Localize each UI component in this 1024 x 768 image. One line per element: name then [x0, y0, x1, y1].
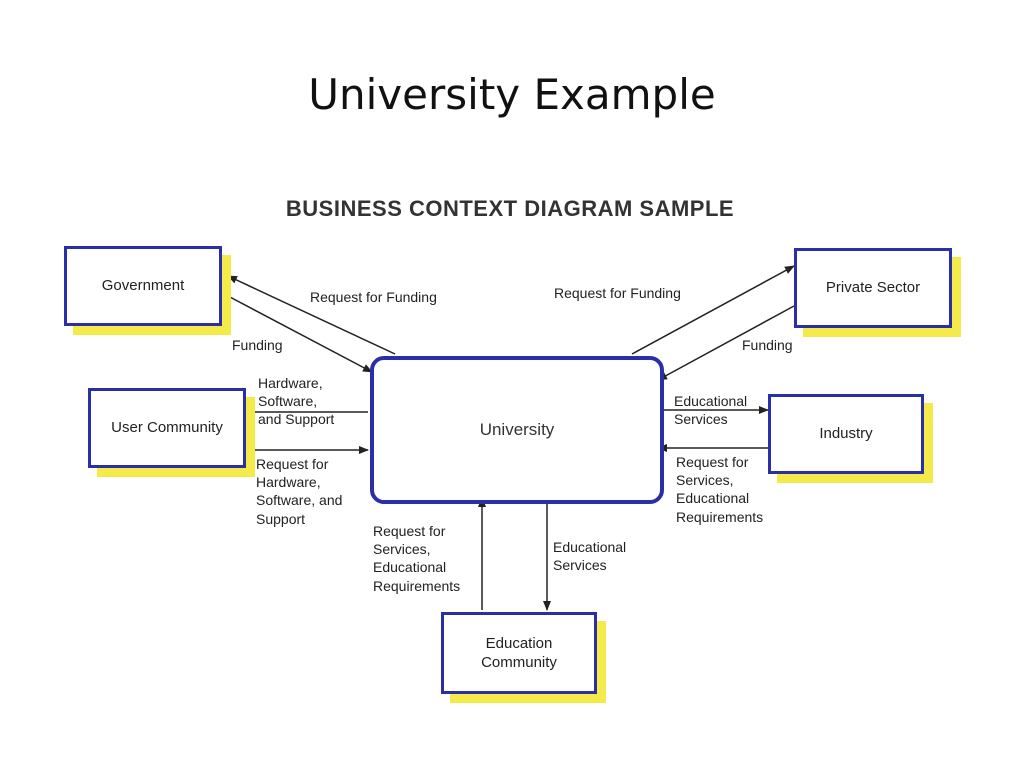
education-community-label-line1: Education — [485, 634, 553, 652]
flow-line: Educational — [676, 490, 750, 507]
flow-line: Request for — [676, 454, 749, 470]
flow-line: Software, and — [256, 492, 343, 509]
arrow-private-request — [631, 265, 795, 355]
flow-line: Educational — [373, 559, 447, 576]
flow-label-industry-request: Request for Services, Educational Requir… — [676, 453, 763, 526]
flow-line: Software, — [258, 393, 318, 410]
university-box: University — [370, 356, 664, 504]
flow-label-user-request: Request for Hardware, Software, and Supp… — [256, 455, 342, 528]
slide-title: University Example — [308, 70, 716, 119]
flow-line: Educational — [674, 393, 748, 409]
arrow-private-funding — [657, 305, 795, 381]
government-box: Government — [64, 246, 222, 326]
flow-line: Request for — [256, 456, 329, 472]
flow-line: Hardware, — [258, 375, 323, 391]
flow-line: Services, — [373, 541, 431, 558]
flow-label-gov-request-funding: Request for Funding — [310, 289, 437, 305]
flow-label-edcomm-services: Educational Services — [553, 538, 626, 574]
industry-box: Industry — [768, 394, 924, 474]
education-community-label-line2: Community — [481, 654, 557, 671]
flow-line: and Support — [258, 411, 335, 428]
flow-line: Educational — [553, 539, 627, 555]
flow-line: Requirements — [676, 508, 764, 525]
flow-label-private-request-funding: Request for Funding — [554, 285, 681, 301]
flow-line: Services, — [676, 472, 734, 489]
user-community-label: User Community — [111, 419, 223, 437]
flow-line: Services — [553, 557, 607, 574]
flow-line: Request for — [373, 523, 446, 539]
university-label: University — [479, 420, 555, 439]
private-sector-label: Private Sector — [825, 279, 921, 297]
flow-line: Hardware, — [256, 474, 321, 491]
flow-line: Services — [674, 411, 728, 428]
flow-label-industry-services: Educational Services — [674, 392, 747, 428]
flow-label-gov-funding: Funding — [232, 337, 283, 353]
flow-line: Requirements — [373, 577, 461, 594]
education-community-box: Education Community — [441, 612, 597, 694]
flow-label-user-hardware: Hardware, Software, and Support — [258, 374, 334, 429]
government-label: Government — [101, 277, 185, 295]
arrow-gov-request — [227, 275, 396, 355]
private-sector-box: Private Sector — [794, 248, 952, 328]
industry-label: Industry — [819, 425, 873, 443]
user-community-box: User Community — [88, 388, 246, 468]
diagram-heading: BUSINESS CONTEXT DIAGRAM SAMPLE — [285, 196, 735, 221]
arrow-gov-funding — [227, 295, 373, 373]
flow-line: Support — [256, 510, 306, 527]
flow-label-private-funding: Funding — [742, 337, 793, 353]
flow-label-edcomm-request: Request for Services, Educational Requir… — [373, 522, 460, 595]
